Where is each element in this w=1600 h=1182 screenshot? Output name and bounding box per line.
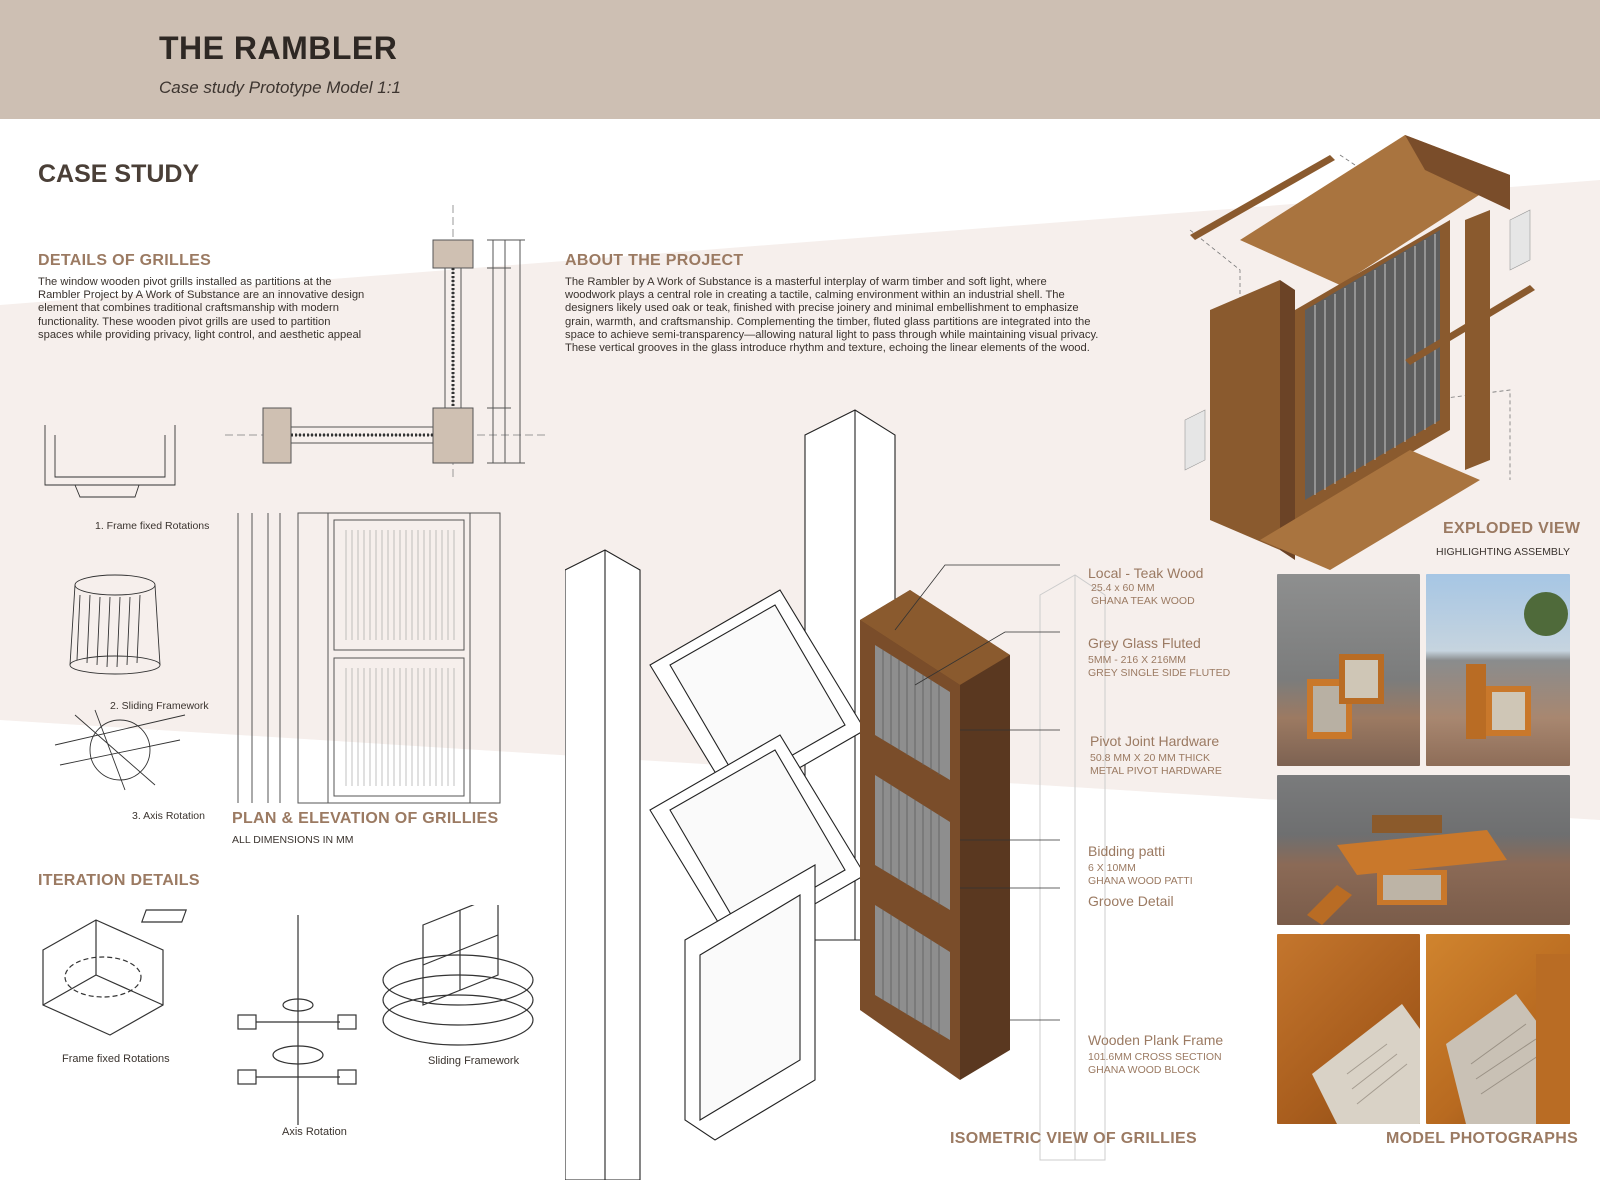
sketch-caption-1: 1. Frame fixed Rotations xyxy=(95,520,210,532)
exploded-heading: EXPLODED VIEW xyxy=(1443,520,1581,537)
callout-pivot-label: Pivot Joint Hardware xyxy=(1090,733,1220,749)
iteration-drawings xyxy=(42,905,534,1125)
plan-elevation-heading: PLAN & ELEVATION OF GRILLIES xyxy=(232,810,499,827)
case-study-heading: CASE STUDY xyxy=(38,160,200,188)
isometric-drawing xyxy=(565,409,1106,1180)
page-header: THE RAMBLER Case study Prototype Model 1… xyxy=(0,0,1600,119)
callout-patti-sub2: GHANA WOOD PATTI xyxy=(1088,875,1193,887)
plan-detail-drawing xyxy=(225,205,545,480)
iteration-caption-axis: Axis Rotation xyxy=(282,1126,347,1138)
model-photo-3 xyxy=(1277,775,1570,925)
callout-pivot-sub1: 50.8 MM X 20 MM THICK xyxy=(1090,752,1211,764)
page-title: THE RAMBLER xyxy=(159,30,398,66)
about-project-text: The Rambler by A Work of Substance is a … xyxy=(565,276,1099,355)
page-subtitle: Case study Prototype Model 1:1 xyxy=(159,78,401,97)
model-photo-1 xyxy=(1277,574,1420,766)
callout-patti-sub1: 6 X 10MM xyxy=(1088,862,1136,874)
callout-plank-sub2: GHANA WOOD BLOCK xyxy=(1088,1064,1201,1076)
callout-groove-label: Groove Detail xyxy=(1088,893,1174,909)
isometric-heading: ISOMETRIC VIEW OF GRILLIES xyxy=(950,1130,1197,1147)
iteration-heading: ITERATION DETAILS xyxy=(38,872,200,889)
callout-teak-sub1: 25.4 x 60 MM xyxy=(1091,582,1155,594)
callout-patti-label: Bidding patti xyxy=(1088,843,1166,859)
callout-glass-label: Grey Glass Fluted xyxy=(1088,635,1201,651)
callout-teak-sub2: GHANA TEAK WOOD xyxy=(1091,595,1195,607)
callout-glass-sub1: 5MM - 216 X 216MM xyxy=(1088,654,1187,666)
exploded-view-drawing xyxy=(1184,135,1535,570)
sketch-caption-2: 2. Sliding Framework xyxy=(110,700,209,712)
callout-teak-label: Local - Teak Wood xyxy=(1088,565,1204,581)
elevation-drawing xyxy=(237,512,501,804)
model-photo-4 xyxy=(1277,934,1420,1124)
sketches-drawing xyxy=(44,425,186,791)
iteration-caption-sliding: Sliding Framework xyxy=(428,1055,520,1067)
callout-glass-sub2: GREY SINGLE SIDE FLUTED xyxy=(1088,667,1231,679)
sketch-caption-3: 3. Axis Rotation xyxy=(132,810,205,822)
about-project-heading: ABOUT THE PROJECT xyxy=(565,252,744,269)
callout-plank-label: Wooden Plank Frame xyxy=(1088,1032,1224,1048)
model-photo-5 xyxy=(1426,934,1570,1124)
exploded-subheading: HIGHLIGHTING ASSEMBLY xyxy=(1436,546,1571,558)
model-photo-2 xyxy=(1426,574,1570,766)
details-grilles-text: The window wooden pivot grills installed… xyxy=(38,276,365,341)
callout-plank-sub1: 101.6MM CROSS SECTION xyxy=(1088,1051,1222,1063)
details-grilles-heading: DETAILS OF GRILLES xyxy=(38,252,212,269)
iteration-caption-frame: Frame fixed Rotations xyxy=(62,1053,170,1065)
callout-pivot-sub2: METAL PIVOT HARDWARE xyxy=(1090,765,1222,777)
model-photographs-heading: MODEL PHOTOGRAPHS xyxy=(1386,1130,1579,1147)
dimensions-note: ALL DIMENSIONS IN MM xyxy=(232,834,354,846)
